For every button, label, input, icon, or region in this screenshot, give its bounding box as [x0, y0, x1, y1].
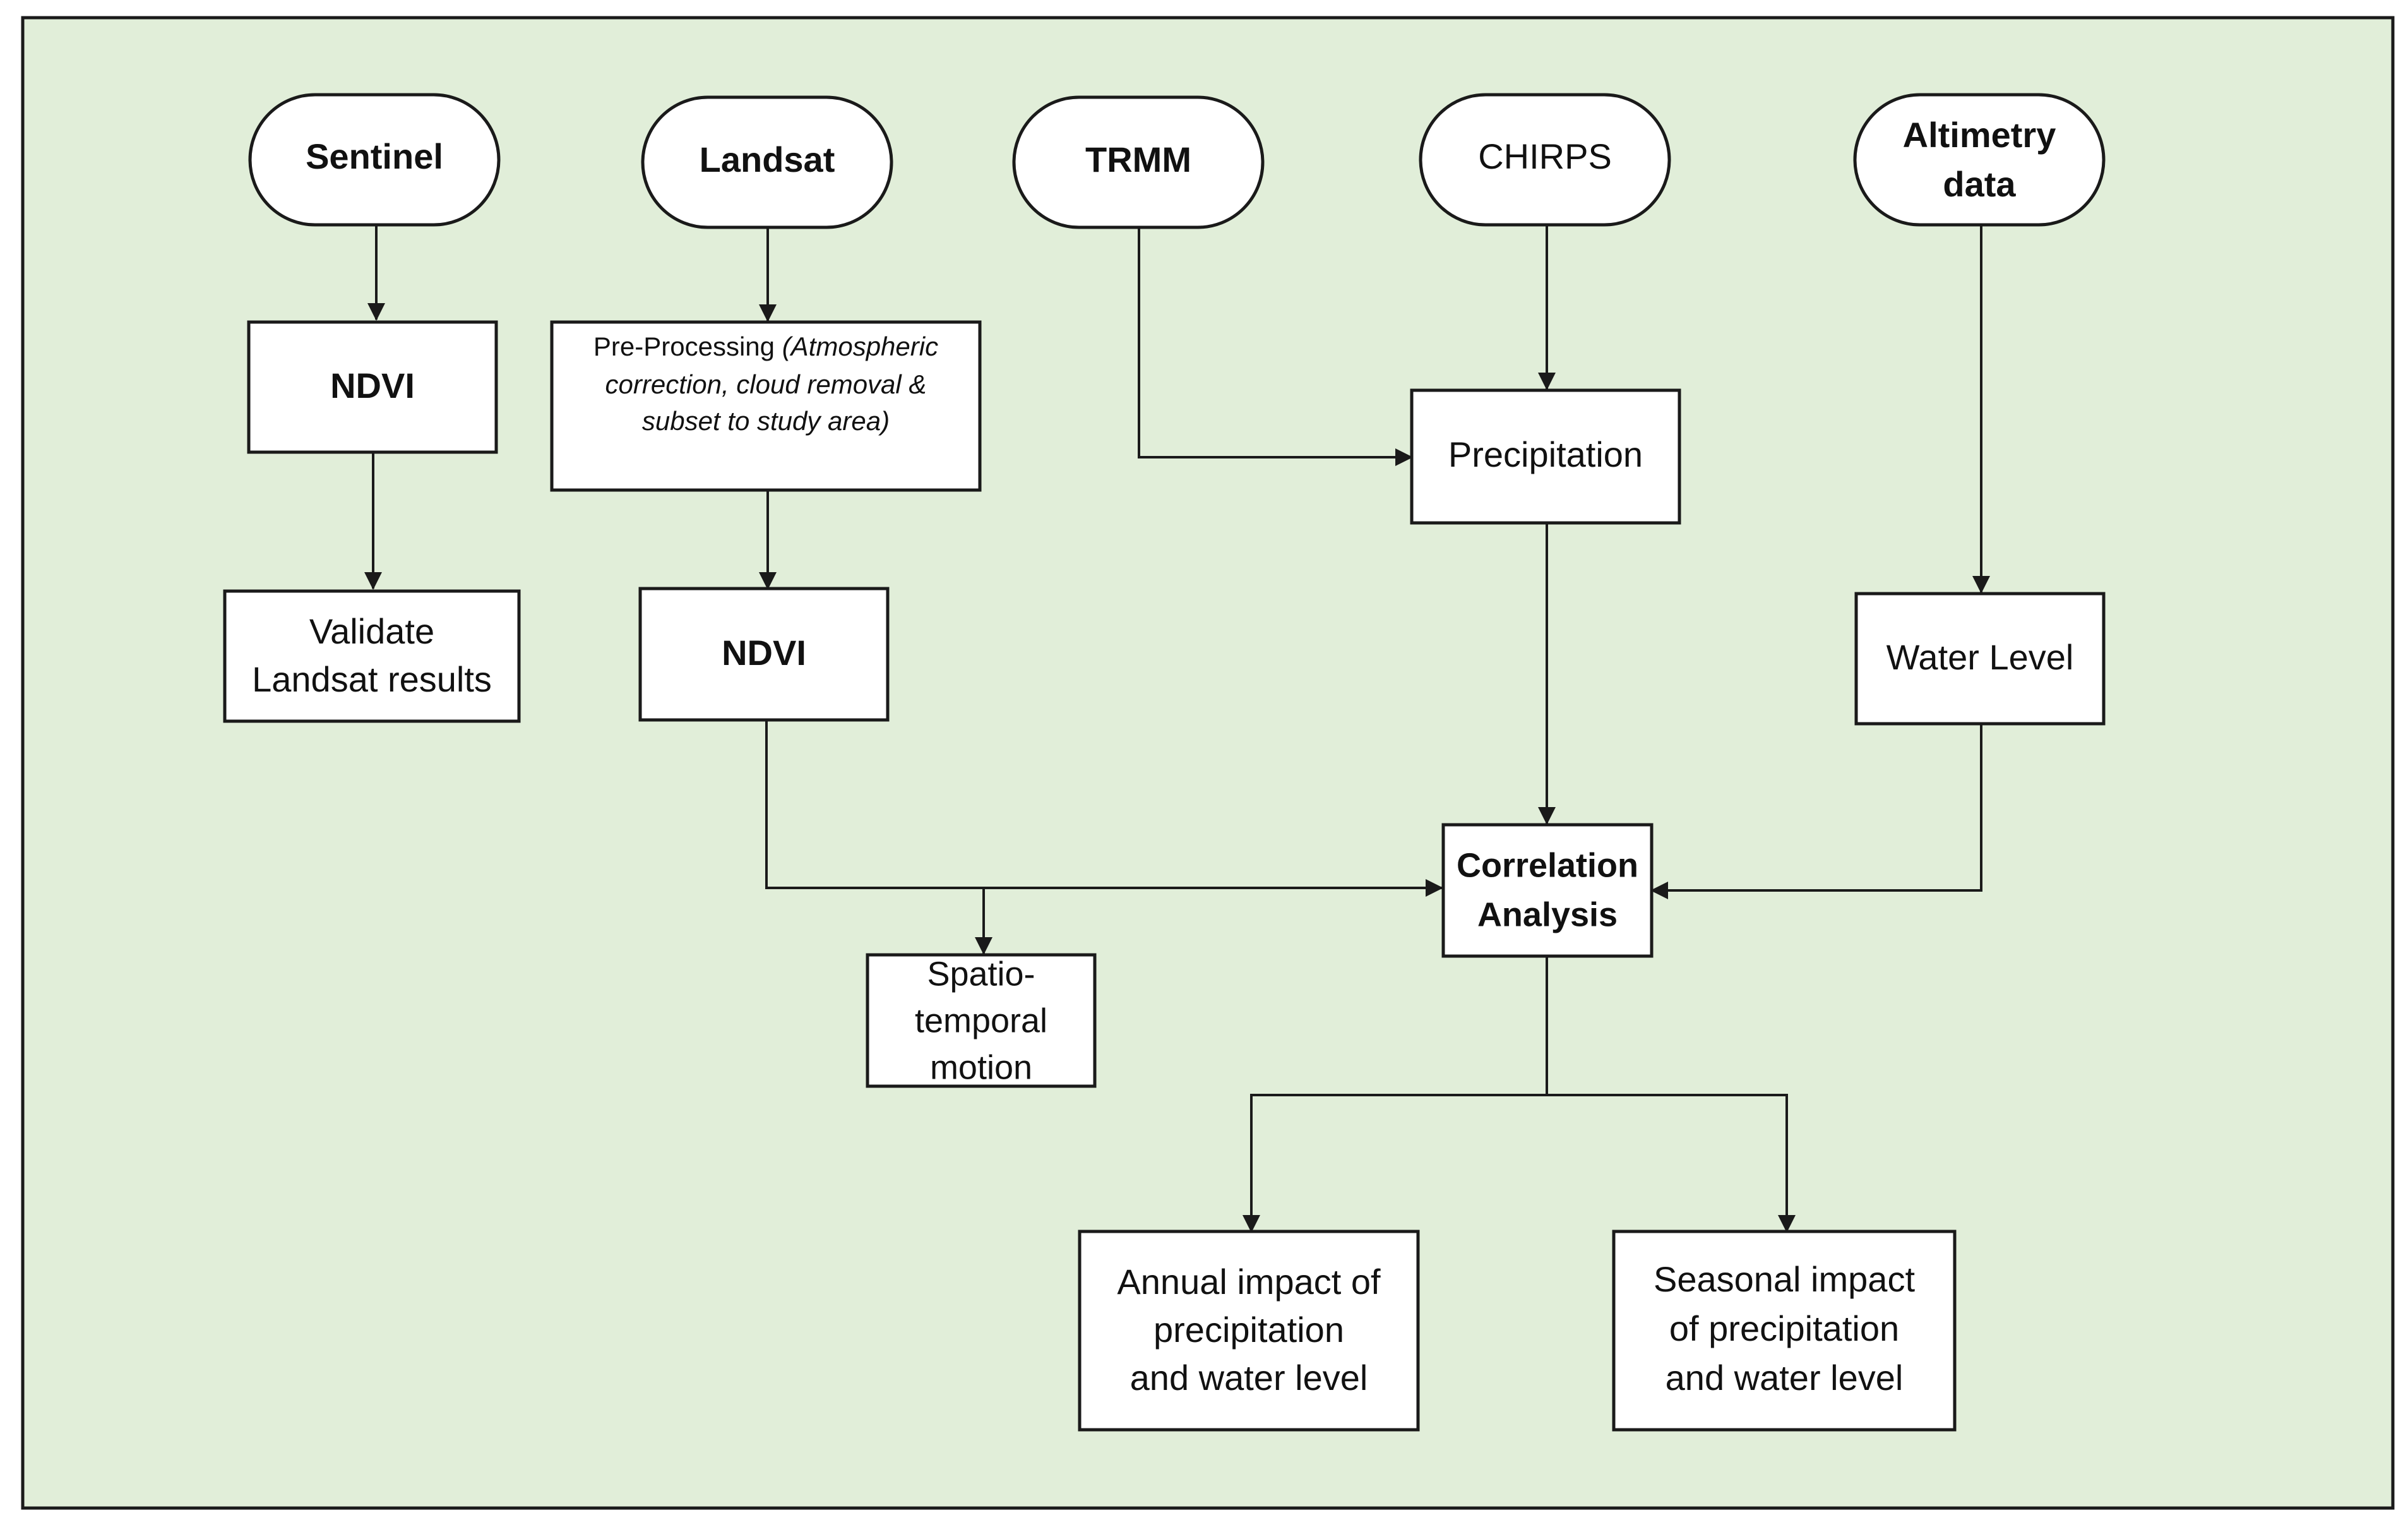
- node-water-level-label: Water Level: [1886, 637, 2074, 677]
- node-correlation-line2: Analysis: [1477, 895, 1618, 933]
- node-spatio-line2: temporal: [915, 1002, 1047, 1039]
- node-seasonal-line3: and water level: [1666, 1358, 1904, 1398]
- node-seasonal-impact-shape: [1612, 1230, 1957, 1432]
- node-sentinel-label: Sentinel: [306, 136, 443, 176]
- node-seasonal-line1: Seasonal impact: [1654, 1259, 1915, 1299]
- node-preprocessing-line1: Pre-Processing (Atmospheric: [593, 332, 938, 361]
- node-spatio-line3: motion: [930, 1048, 1032, 1086]
- node-trmm-shape: [1012, 95, 1265, 229]
- node-preprocessing-line2: correction, cloud removal &: [605, 369, 927, 399]
- node-trmm-label: TRMM: [1085, 140, 1191, 179]
- node-sentinel: Sentinel: [248, 93, 501, 227]
- node-preprocessing-line3: subset to study area): [642, 406, 890, 436]
- node-validate-shape: [223, 589, 521, 723]
- node-landsat-shape: [641, 95, 893, 229]
- node-ndvi-sentinel-shape: [247, 320, 498, 454]
- node-water-level-shape: [1854, 592, 2106, 726]
- node-chirps-label: CHIRPS: [1478, 136, 1612, 176]
- node-landsat: Landsat: [641, 95, 893, 229]
- node-precipitation: Precipitation: [1410, 388, 1681, 525]
- node-ndvi-sentinel-label: NDVI: [330, 366, 415, 405]
- node-annual-impact-shape: [1078, 1230, 1420, 1432]
- preprocessing-detail-start: (Atmospheric: [782, 332, 938, 361]
- node-precipitation-shape: [1410, 388, 1681, 525]
- arrow-trmm-to-precipitation: [1138, 229, 1413, 466]
- node-preprocessing-shape: [550, 320, 982, 492]
- node-ndvi-sentinel: NDVI: [247, 320, 498, 454]
- node-spatio-temporal: Spatio- temporal motion: [866, 953, 1097, 1088]
- node-annual-impact: Annual impact of precipitation and water…: [1078, 1230, 1420, 1432]
- node-ndvi-landsat: NDVI: [638, 587, 890, 722]
- node-chirps: CHIRPS: [1419, 93, 1671, 227]
- arrow-ndvi-to-correlation: [765, 720, 1443, 897]
- node-altimetry-label-line1: Altimetry: [1903, 115, 2056, 155]
- connectors: [364, 225, 1990, 1233]
- arrow-water-level-to-correlation: [1650, 724, 1982, 899]
- arrow-to-annual-impact: [1243, 1094, 1547, 1233]
- node-trmm: TRMM: [1012, 95, 1265, 229]
- node-precipitation-label: Precipitation: [1448, 434, 1643, 474]
- node-validate: Validate Landsat results: [223, 589, 521, 723]
- node-seasonal-line2: of precipitation: [1669, 1308, 1899, 1348]
- node-spatio-temporal-shape: [866, 953, 1097, 1088]
- node-ndvi-landsat-shape: [638, 587, 890, 722]
- node-annual-line1: Annual impact of: [1117, 1262, 1381, 1302]
- arrow-to-seasonal-impact: [1547, 1094, 1796, 1233]
- node-validate-line2: Landsat results: [252, 659, 492, 699]
- preprocessing-title: Pre-Processing: [593, 332, 775, 361]
- node-correlation-shape: [1441, 823, 1654, 958]
- node-landsat-label: Landsat: [700, 140, 835, 179]
- node-validate-line1: Validate: [309, 611, 434, 651]
- node-altimetry: Altimetry data: [1853, 93, 2106, 227]
- node-chirps-shape: [1419, 93, 1671, 227]
- node-preprocessing: Pre-Processing (Atmospheric correction, …: [550, 320, 982, 492]
- node-altimetry-label-line2: data: [1943, 164, 2016, 204]
- node-annual-line2: precipitation: [1153, 1310, 1344, 1350]
- node-altimetry-shape: [1853, 93, 2106, 227]
- node-correlation: Correlation Analysis: [1441, 823, 1654, 958]
- node-sentinel-shape: [248, 93, 501, 227]
- node-seasonal-impact: Seasonal impact of precipitation and wat…: [1612, 1230, 1957, 1432]
- node-ndvi-landsat-label: NDVI: [722, 633, 806, 673]
- node-spatio-line1: Spatio-: [927, 955, 1035, 993]
- node-correlation-line1: Correlation: [1457, 846, 1638, 884]
- node-water-level: Water Level: [1854, 592, 2106, 726]
- node-annual-line3: and water level: [1130, 1358, 1368, 1398]
